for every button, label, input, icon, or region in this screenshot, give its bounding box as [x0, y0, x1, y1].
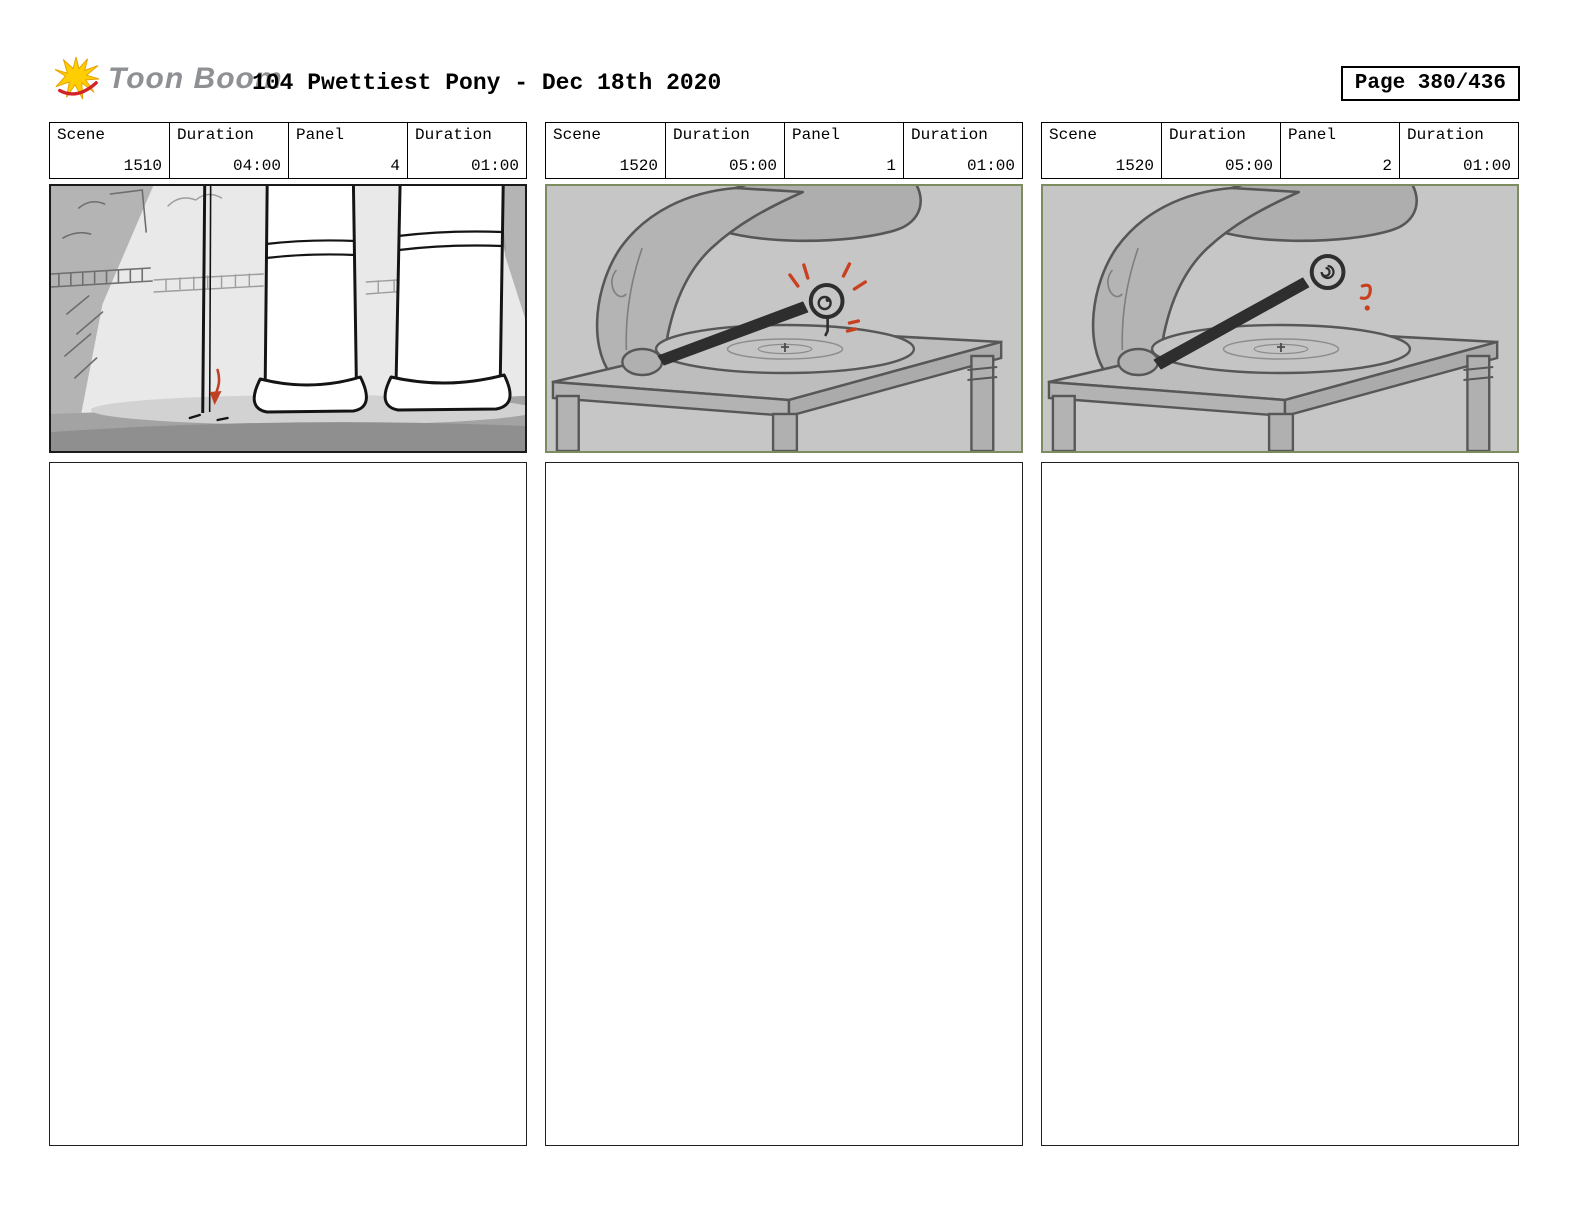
storyboard-column-1: Scene 1510 Duration 04:00 Panel 4 Durati…: [49, 122, 527, 1146]
scene-duration-cell: Duration 04:00: [169, 123, 288, 178]
panel-duration-label: Duration: [1407, 126, 1484, 144]
panel-label: Panel: [296, 126, 345, 144]
storyboard-column-3: Scene 1520 Duration 05:00 Panel 2 Durati…: [1041, 122, 1519, 1146]
panel-cell: Panel 2: [1280, 123, 1399, 178]
storyboard-column-2: Scene 1520 Duration 05:00 Panel 1 Durati…: [545, 122, 1023, 1146]
panel-label: Panel: [792, 126, 841, 144]
panel-duration-cell: Duration 01:00: [903, 123, 1022, 178]
scene-cell: Scene 1520: [546, 123, 665, 178]
panel-cell: Panel 4: [288, 123, 407, 178]
panel-duration-cell: Duration 01:00: [407, 123, 526, 178]
scene-duration-cell: Duration 05:00: [665, 123, 784, 178]
panel-thumbnail: [1041, 184, 1519, 453]
scene-duration-value: 04:00: [232, 157, 281, 175]
scene-value: 1520: [1115, 157, 1154, 175]
scene-label: Scene: [1049, 126, 1098, 144]
scene-value: 1510: [123, 157, 162, 175]
scene-duration-value: 05:00: [728, 157, 777, 175]
panel-label: Panel: [1288, 126, 1337, 144]
caption-notes-area: [1041, 462, 1519, 1146]
toonboom-logo: Toon Boom: [54, 56, 283, 102]
scene-label: Scene: [553, 126, 602, 144]
panel-info-table: Scene 1510 Duration 04:00 Panel 4 Durati…: [49, 122, 527, 179]
pony-legs-spotlight-sketch: [51, 186, 525, 451]
scene-duration-label: Duration: [673, 126, 750, 144]
gramophone-tonearm-down-sketch: [547, 186, 1021, 451]
caption-notes-area: [545, 462, 1023, 1146]
panel-duration-label: Duration: [415, 126, 492, 144]
panel-duration-value: 01:00: [966, 157, 1015, 175]
panel-duration-cell: Duration 01:00: [1399, 123, 1518, 178]
caption-notes-area: [49, 462, 527, 1146]
panel-duration-value: 01:00: [470, 157, 519, 175]
panel-cell: Panel 1: [784, 123, 903, 178]
panel-thumbnail: [545, 184, 1023, 453]
scene-duration-label: Duration: [1169, 126, 1246, 144]
scene-duration-cell: Duration 05:00: [1161, 123, 1280, 178]
panel-value: 2: [1382, 157, 1392, 175]
document-title: 104 Pwettiest Pony - Dec 18th 2020: [252, 70, 722, 96]
page-number-box: Page 380/436: [1340, 66, 1520, 101]
panel-info-table: Scene 1520 Duration 05:00 Panel 2 Durati…: [1041, 122, 1519, 179]
scene-cell: Scene 1520: [1042, 123, 1161, 178]
panel-duration-label: Duration: [911, 126, 988, 144]
toonboom-starburst-icon: [54, 56, 100, 100]
scene-label: Scene: [57, 126, 106, 144]
panel-duration-value: 01:00: [1462, 157, 1511, 175]
toonboom-logo-text: Toon Boom: [108, 62, 283, 95]
panel-thumbnail: [49, 184, 527, 453]
gramophone-tonearm-up-sketch: [1043, 186, 1517, 451]
scene-duration-value: 05:00: [1224, 157, 1273, 175]
panel-info-table: Scene 1520 Duration 05:00 Panel 1 Durati…: [545, 122, 1023, 179]
panel-value: 1: [886, 157, 896, 175]
scene-value: 1520: [619, 157, 658, 175]
scene-cell: Scene 1510: [50, 123, 169, 178]
scene-duration-label: Duration: [177, 126, 254, 144]
panel-value: 4: [390, 157, 400, 175]
